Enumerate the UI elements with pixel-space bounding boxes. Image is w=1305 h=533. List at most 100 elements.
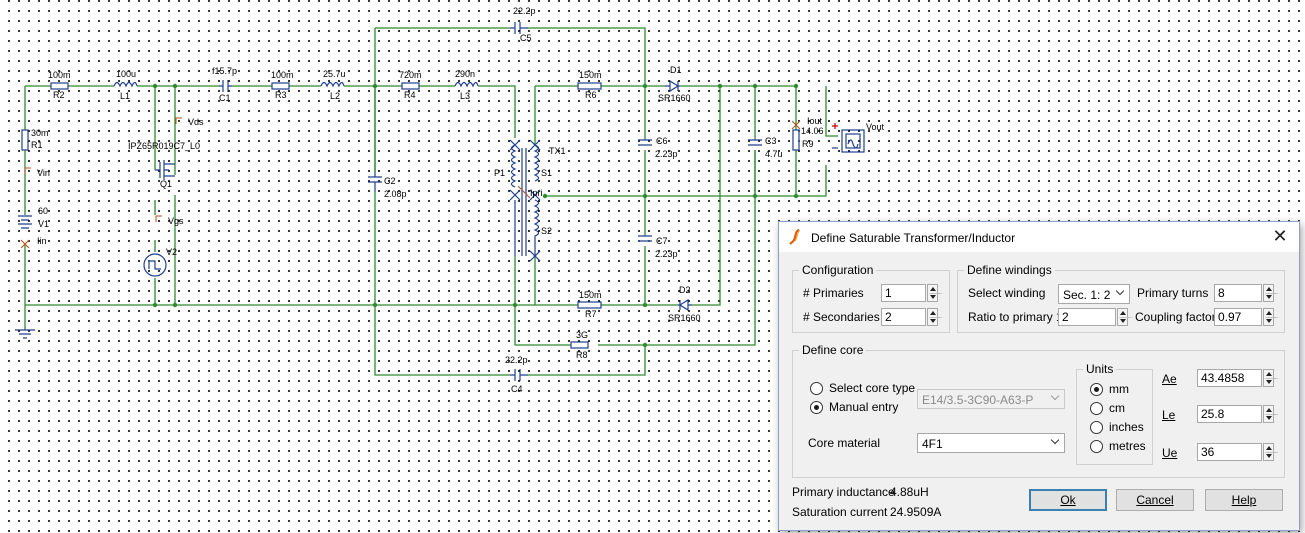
resistor-r4[interactable]: 720m R4 (399, 70, 422, 100)
voltage-probe-vgs[interactable]: Vgs (155, 215, 184, 226)
select-winding-label: Select winding (968, 286, 1046, 300)
windings-group: Define windings (957, 263, 1285, 333)
saturation-current-value: 24.9509A (890, 505, 942, 519)
chevron-down-icon[interactable] (1113, 285, 1129, 303)
coupling-spin-arrows[interactable] (1263, 308, 1279, 326)
battery-v1[interactable]: 60 V1 (18, 206, 49, 229)
le-spin-arrows[interactable] (1263, 405, 1279, 423)
svg-text:C7: C7 (656, 236, 668, 246)
primaries-spin-arrows[interactable] (927, 284, 943, 302)
resistor-r6[interactable]: 150m R6 (577, 70, 602, 100)
radio-dot (1090, 402, 1103, 415)
svg-text:C5: C5 (520, 33, 532, 43)
svg-text:100m: 100m (48, 70, 71, 80)
pulse-source-v2[interactable]: V2 (143, 247, 177, 277)
ue-input[interactable] (1197, 443, 1262, 461)
capacitor-c6[interactable]: C6 2.23p (638, 136, 678, 159)
primary-turns-spin-arrows[interactable] (1263, 284, 1279, 302)
secondaries-input[interactable] (881, 308, 926, 326)
capacitor-c2[interactable]: C2 2.08p (368, 172, 407, 199)
capacitor-c1[interactable]: f15.7p C1 (212, 66, 237, 103)
svg-text:Ipri: Ipri (530, 188, 543, 198)
svg-text:4.7u: 4.7u (765, 149, 783, 159)
radio-dot (810, 382, 823, 395)
svg-text:R8: R8 (576, 350, 588, 360)
chevron-down-icon[interactable] (1048, 434, 1064, 452)
svg-text:Vout: Vout (866, 122, 885, 132)
capacitor-c5[interactable]: 22.2p C5 (510, 6, 536, 43)
capacitor-c7[interactable]: C7 2.23p (638, 235, 678, 259)
resistor-r1[interactable]: 30m R1 (21, 128, 49, 151)
voltage-probe-vds[interactable]: Vds (175, 117, 204, 127)
svg-text:C4: C4 (511, 384, 523, 394)
ok-button[interactable]: Ok (1029, 489, 1107, 511)
transformer-tx1[interactable]: TX1 P1 S1 S2 (494, 139, 566, 262)
primaries-label: # Primaries (803, 286, 864, 300)
svg-text:f15.7p: f15.7p (212, 66, 237, 76)
close-icon: ✕ (1272, 226, 1288, 246)
resistor-r7[interactable]: 150m R7 (577, 290, 602, 319)
ae-input[interactable] (1197, 369, 1262, 387)
resistor-r3[interactable]: 100m R3 (271, 70, 294, 100)
resistor-r2[interactable]: 100m R2 (48, 70, 71, 100)
inductor-l1[interactable]: 100u L1 (113, 69, 138, 101)
ratio-spin-arrows[interactable] (1117, 308, 1133, 326)
current-probe-ipri[interactable]: Ipri (517, 185, 543, 199)
core-type-select[interactable]: E14/3.5-3C90-A63-P (917, 389, 1065, 409)
capacitor-c3[interactable]: C3 4.7u (748, 136, 783, 159)
svg-text:P1: P1 (494, 168, 505, 178)
svg-text:14.06: 14.06 (801, 126, 824, 136)
app-icon (789, 229, 801, 245)
winding-select-value: Sec. 1: 2 (1063, 288, 1111, 302)
svg-text:R3: R3 (275, 90, 287, 100)
inductor-l3[interactable]: 290n L3 (454, 69, 479, 101)
ue-spin-arrows[interactable] (1263, 443, 1279, 461)
help-button[interactable]: Help (1205, 489, 1283, 511)
dialog-titlebar[interactable]: Define Saturable Transformer/Inductor ✕ (779, 222, 1299, 252)
ae-spin-arrows[interactable] (1263, 369, 1279, 387)
unit-mm-label: mm (1109, 382, 1129, 396)
svg-text:Vgs: Vgs (168, 216, 184, 226)
junctions (152, 83, 799, 348)
primaries-input[interactable] (881, 284, 926, 302)
diode-d1[interactable]: D1 SR1660 (658, 65, 691, 103)
cancel-button[interactable]: Cancel (1116, 489, 1194, 511)
ratio-input[interactable] (1058, 308, 1116, 326)
svg-text:SR1660: SR1660 (668, 313, 701, 323)
secondaries-spin-arrows[interactable] (927, 308, 943, 326)
voltage-probe-vin[interactable]: Vin (24, 167, 50, 178)
current-probe-iout[interactable]: Iout (791, 116, 823, 130)
le-label: Le (1162, 408, 1176, 422)
close-button[interactable]: ✕ (1265, 225, 1295, 249)
core-material-label: Core material (808, 436, 881, 450)
svg-text:C3: C3 (765, 136, 777, 146)
units-legend: Units (1086, 362, 1114, 376)
capacitor-c4[interactable]: 22.2p C4 (505, 355, 528, 394)
chevron-down-icon[interactable] (1048, 390, 1064, 408)
svg-text:C6: C6 (656, 136, 668, 146)
winding-select[interactable]: Sec. 1: 2 (1058, 284, 1130, 304)
le-input[interactable] (1197, 405, 1262, 423)
radio-dot (1090, 421, 1103, 434)
units-group: Units (1076, 362, 1153, 465)
core-material-select[interactable]: 4F1 (917, 433, 1065, 453)
current-probe-iin[interactable]: Iin (20, 236, 47, 249)
svg-text:SR1660: SR1660 (658, 93, 691, 103)
resistor-r9[interactable]: 14.06 R9 (792, 126, 824, 151)
mosfet-q1[interactable]: IPZ65R019C7_L0 Q1 (128, 141, 200, 189)
inductor-l2[interactable]: 25.7u L2 (320, 69, 346, 101)
svg-text:L1: L1 (120, 91, 130, 101)
svg-text:22.2p: 22.2p (513, 6, 536, 16)
primary-inductance-label: Primary inductance (792, 485, 895, 499)
primary-turns-input[interactable] (1214, 284, 1262, 302)
svg-text:2.08p: 2.08p (384, 189, 407, 199)
manual-entry-label: Manual entry (829, 400, 899, 414)
resistor-r8[interactable]: 3G R8 (570, 330, 589, 360)
radio-dot-selected (810, 401, 823, 414)
voltmeter-vout[interactable]: Vout (832, 122, 885, 153)
coupling-input[interactable] (1214, 308, 1262, 326)
svg-text:R7: R7 (585, 309, 597, 319)
diode-d2[interactable]: D2 SR1660 (668, 285, 701, 323)
primary-inductance-value: 4.88uH (890, 485, 929, 499)
